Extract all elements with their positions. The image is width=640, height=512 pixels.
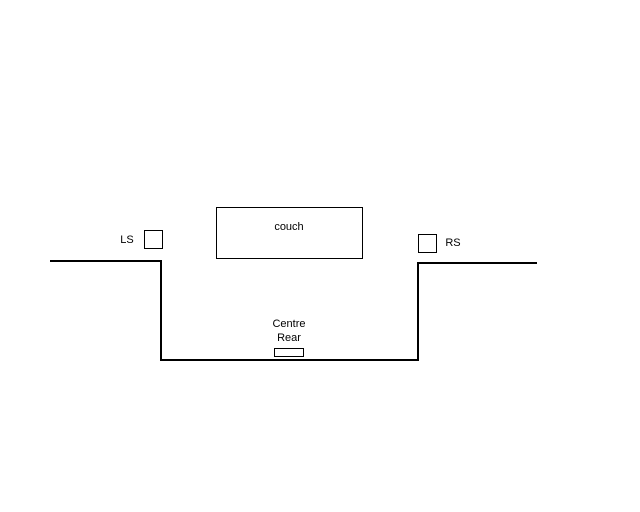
right-speaker-label: RS <box>445 237 460 249</box>
centre-rear-speaker <box>274 348 304 357</box>
room-wall-outline <box>50 260 537 361</box>
couch <box>216 207 363 259</box>
centre-rear-label-line1: Centre <box>272 318 305 330</box>
left-speaker <box>144 230 163 249</box>
left-speaker-label: LS <box>120 234 133 246</box>
centre-rear-label-line2: Rear <box>277 332 301 344</box>
right-speaker <box>418 234 437 253</box>
couch-label: couch <box>274 221 303 233</box>
